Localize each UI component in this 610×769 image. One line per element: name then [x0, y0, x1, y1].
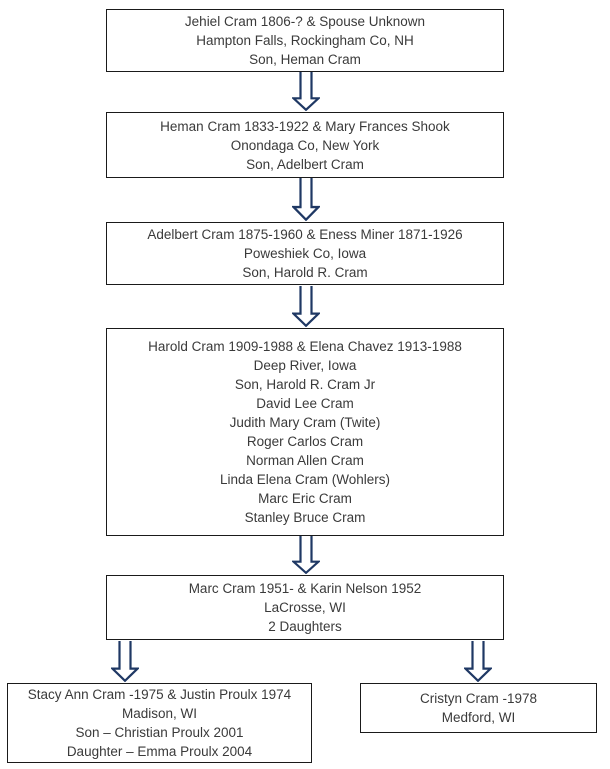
down-arrow-icon [464, 641, 492, 682]
node-text-line: Son, Harold R. Cram [242, 265, 368, 280]
node-text-line: Judith Mary Cram (Twite) [229, 415, 381, 430]
node-text-line: Daughter – Emma Proulx 2004 [66, 744, 253, 759]
node-heman-cram: Heman Cram 1833-1922 & Mary Frances Shoo… [106, 112, 504, 178]
node-text-line: Adelbert Cram 1875-1960 & Eness Miner 18… [147, 227, 463, 242]
node-jehiel-cram: Jehiel Cram 1806-? & Spouse Unknown Hamp… [106, 9, 504, 72]
node-text-line: Linda Elena Cram (Wohlers) [219, 472, 391, 487]
node-text-line: David Lee Cram [256, 396, 354, 411]
node-text-line: Norman Allen Cram [246, 453, 364, 468]
node-text-line: Stacy Ann Cram -1975 & Justin Proulx 197… [27, 687, 292, 702]
node-text-line: Marc Cram 1951- & Karin Nelson 1952 [188, 581, 422, 596]
node-cristyn-cram: Cristyn Cram -1978 Medford, WI [360, 683, 597, 733]
node-text-line: Jehiel Cram 1806-? & Spouse Unknown [184, 14, 426, 29]
down-arrow-icon [292, 536, 320, 574]
node-text-line: Heman Cram 1833-1922 & Mary Frances Shoo… [160, 118, 450, 134]
node-text-line: 2 Daughters [268, 619, 342, 634]
node-text-line: Son – Christian Proulx 2001 [75, 725, 244, 740]
node-text-line: Son, Heman Cram [249, 52, 361, 67]
node-text-line: Hampton Falls, Rockingham Co, NH [196, 33, 414, 48]
down-arrow-icon [111, 641, 139, 682]
node-text-line: Onondaga Co, New York [230, 137, 380, 153]
node-text-line: Son, Harold R. Cram Jr [234, 377, 376, 392]
node-text-line: Madison, WI [121, 706, 198, 721]
node-adelbert-cram: Adelbert Cram 1875-1960 & Eness Miner 18… [106, 222, 504, 285]
node-harold-cram: Harold Cram 1909-1988 & Elena Chavez 191… [106, 328, 504, 536]
node-text-line: Harold Cram 1909-1988 & Elena Chavez 191… [148, 339, 462, 354]
node-stacy-ann-cram: Stacy Ann Cram -1975 & Justin Proulx 197… [7, 683, 312, 763]
node-text-line: Stanley Bruce Cram [244, 510, 366, 525]
node-text-line: Roger Carlos Cram [246, 434, 364, 449]
node-text-line: LaCrosse, WI [264, 600, 346, 615]
node-marc-cram: Marc Cram 1951- & Karin Nelson 1952 LaCr… [106, 575, 504, 640]
node-text-line: Medford, WI [441, 710, 516, 725]
down-arrow-icon [292, 72, 320, 111]
node-text-line: Son, Adelbert Cram [246, 156, 364, 172]
down-arrow-icon [292, 286, 320, 327]
node-text-line: Marc Eric Cram [258, 491, 352, 506]
node-text-line: Deep River, Iowa [253, 358, 357, 373]
down-arrow-icon [292, 178, 320, 221]
node-text-line: Cristyn Cram -1978 [419, 691, 538, 706]
node-text-line: Poweshiek Co, Iowa [243, 246, 367, 261]
